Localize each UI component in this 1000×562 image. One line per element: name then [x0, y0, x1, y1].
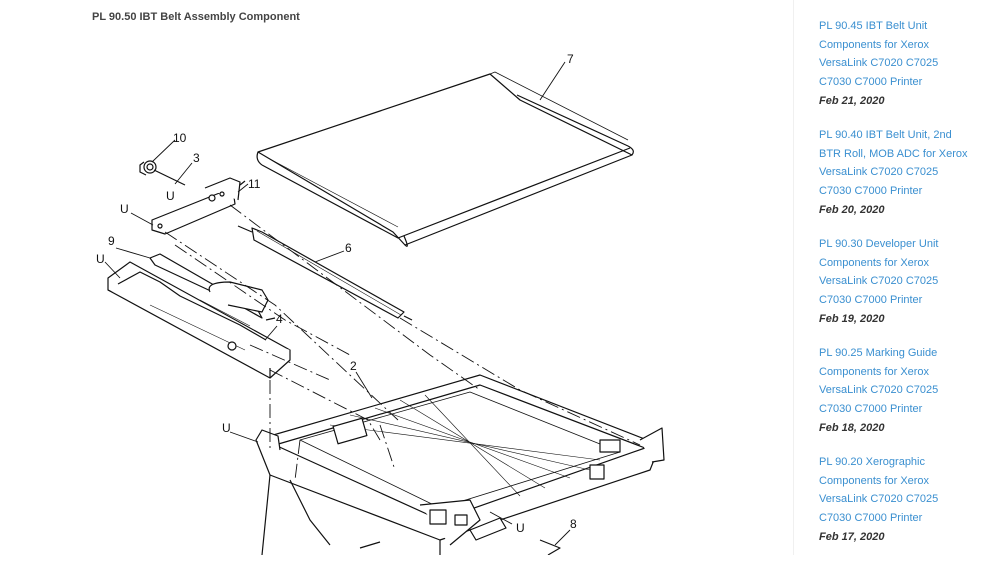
recent-post: PL 90.40 IBT Belt Unit, 2nd BTR Roll, MO… — [819, 126, 989, 219]
post-title-line: Components for Xerox — [819, 38, 930, 51]
post-title-line: PL 90.30 Developer Unit — [819, 238, 939, 250]
post-title-line: VersaLink C7020 C7025 — [819, 384, 939, 396]
post-date: Feb 17, 2020 — [819, 531, 885, 543]
recent-post-link[interactable]: PL 90.30 Developer Unit Components for X… — [819, 235, 989, 309]
bracket-part — [151, 177, 246, 235]
recent-post-link[interactable]: PL 90.25 Marking Guide Components for Xe… — [819, 344, 989, 418]
post-title-line: C7030 C7000 Printer — [819, 402, 923, 415]
callout-11: 11 — [248, 177, 261, 191]
post-title-line: Components for Xerox — [819, 365, 930, 378]
recent-post: PL 90.25 Marking Guide Components for Xe… — [819, 344, 989, 437]
recent-post-link[interactable]: PL 90.45 IBT Belt Unit Components for Xe… — [819, 17, 989, 91]
post-date: Feb 19, 2020 — [819, 313, 885, 325]
parts-diagram: 7 10 3 11 U U 9 U 6 4 2 U U 8 — [96, 52, 665, 555]
post-title-line: VersaLink C7020 C7025 — [819, 493, 939, 505]
callout-8: 8 — [570, 517, 577, 531]
post-title-line: BTR Roll, MOB ADC for Xerox — [819, 147, 968, 160]
assembly-lines — [164, 204, 641, 481]
recent-post: PL 90.45 IBT Belt Unit Components for Xe… — [819, 17, 989, 110]
post-title-line: Components for Xerox — [819, 256, 930, 269]
callout-2: 2 — [350, 359, 357, 373]
callout-3: 3 — [193, 151, 200, 165]
callout-6: 6 — [345, 241, 352, 255]
post-date: Feb 18, 2020 — [819, 422, 885, 434]
recent-posts-sidebar: PL 90.45 IBT Belt Unit Components for Xe… — [819, 17, 989, 562]
post-title-line: C7030 C7000 Printer — [819, 293, 923, 306]
post-title-line: C7030 C7000 Printer — [819, 75, 923, 88]
column-divider — [793, 0, 794, 555]
frame-part — [255, 374, 665, 555]
callout-u-4: U — [222, 421, 231, 435]
callout-u-5: U — [516, 521, 525, 535]
callout-7: 7 — [567, 52, 574, 66]
post-title-line: Components for Xerox — [819, 474, 930, 487]
cleaner-part — [107, 253, 291, 379]
post-title-line: PL 90.25 Marking Guide — [819, 347, 938, 359]
post-title-line: VersaLink C7020 C7025 — [819, 166, 939, 178]
callout-u-2: U — [120, 202, 129, 216]
post-title-line: PL 90.20 Xerographic — [819, 456, 925, 468]
post-title-line: VersaLink C7020 C7025 — [819, 57, 939, 69]
post-title-line: VersaLink C7020 C7025 — [819, 275, 939, 287]
post-title-line: PL 90.40 IBT Belt Unit, 2nd — [819, 129, 952, 141]
post-title-line: PL 90.45 IBT Belt Unit — [819, 20, 928, 32]
recent-post: PL 90.30 Developer Unit Components for X… — [819, 235, 989, 328]
recent-post-link[interactable]: PL 90.40 IBT Belt Unit, 2nd BTR Roll, MO… — [819, 126, 989, 200]
post-date: Feb 21, 2020 — [819, 95, 885, 107]
callout-u-3: U — [96, 252, 105, 266]
main-content: PL 90.50 IBT Belt Assembly Component — [92, 11, 665, 555]
leader-lines — [104, 61, 571, 546]
diagram-title: PL 90.50 IBT Belt Assembly Component — [92, 11, 300, 23]
recent-post: PL 90.20 Xerographic Components for Xero… — [819, 453, 989, 546]
callout-10: 10 — [173, 131, 187, 145]
callout-9: 9 — [108, 234, 115, 248]
post-title-line: C7030 C7000 Printer — [819, 511, 923, 524]
callout-4: 4 — [276, 312, 283, 326]
post-title-line: C7030 C7000 Printer — [819, 184, 923, 197]
callout-u-1: U — [166, 189, 175, 203]
ibt-belt-part — [256, 71, 634, 247]
recent-post-link[interactable]: PL 90.20 Xerographic Components for Xero… — [819, 453, 989, 527]
post-date: Feb 20, 2020 — [819, 204, 885, 216]
roll-bearing-part — [139, 160, 186, 186]
